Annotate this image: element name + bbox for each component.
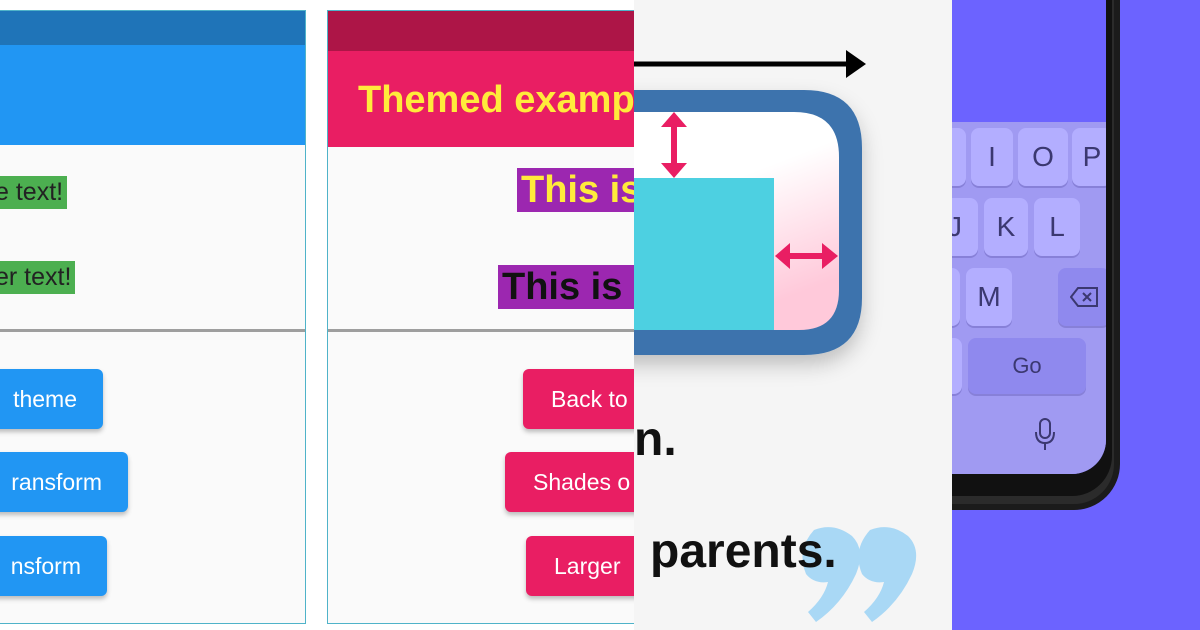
key-u[interactable]: U <box>952 128 966 186</box>
microphone-icon[interactable] <box>1034 418 1056 452</box>
text-chip-2: er text! <box>0 261 76 294</box>
app-frame-pink: Themed exampl This is This is a Back to … <box>327 10 634 624</box>
panel-blue-app: e text! er text! theme ransform nsform <box>0 0 320 630</box>
key-p[interactable]: P <box>1072 128 1106 186</box>
app-frame-blue: e text! er text! theme ransform nsform <box>0 10 306 624</box>
go-key[interactable]: Go <box>968 338 1086 394</box>
themed-text-chip-2: This is a <box>498 265 634 309</box>
backspace-icon <box>1070 287 1098 307</box>
vertical-arrow-icon <box>661 112 687 178</box>
app-bar: Themed exampl <box>328 51 634 147</box>
backspace-key[interactable] <box>1058 268 1106 326</box>
panel-phone-keyboard: U I O P J K L N M Go <box>952 0 1200 630</box>
key-m[interactable]: M <box>966 268 1012 326</box>
status-bar <box>0 11 305 45</box>
transform-button-1[interactable]: ransform <box>0 452 128 512</box>
phone-screen: U I O P J K L N M Go <box>952 0 1106 474</box>
horizontal-arrow-icon <box>775 243 838 269</box>
shades-button[interactable]: Shades o <box>505 452 634 512</box>
arrow-right-icon <box>634 50 866 78</box>
text-chip-1: e text! <box>0 176 68 209</box>
layout-illustration <box>634 50 917 622</box>
key-l[interactable]: L <box>1034 198 1080 256</box>
quote-icon <box>802 527 917 622</box>
divider <box>328 329 634 332</box>
key-n[interactable]: N <box>952 268 960 326</box>
back-button[interactable]: Back to <box>523 369 634 429</box>
app-bar <box>0 45 305 145</box>
key-k[interactable]: K <box>984 198 1028 256</box>
theme-button[interactable]: theme <box>0 369 103 429</box>
child-box <box>634 178 774 330</box>
key-j[interactable]: J <box>952 198 978 256</box>
larger-button[interactable]: Larger <box>526 536 634 596</box>
transform-button-2[interactable]: nsform <box>0 536 107 596</box>
caption-line-2: parents. <box>650 525 837 578</box>
caption-line-1: n. <box>634 413 677 466</box>
key-o[interactable]: O <box>1018 128 1068 186</box>
panel-pink-app: Themed exampl This is This is a Back to … <box>320 0 634 630</box>
status-bar <box>328 11 634 51</box>
divider <box>0 329 305 332</box>
space-key[interactable] <box>952 338 962 394</box>
app-title: Themed exampl <box>358 79 634 121</box>
keyboard: U I O P J K L N M Go <box>952 122 1106 474</box>
key-i[interactable]: I <box>971 128 1013 186</box>
panel-layout-illustration: n. parents. <box>634 0 952 630</box>
themed-text-chip-1: This is <box>517 168 634 212</box>
